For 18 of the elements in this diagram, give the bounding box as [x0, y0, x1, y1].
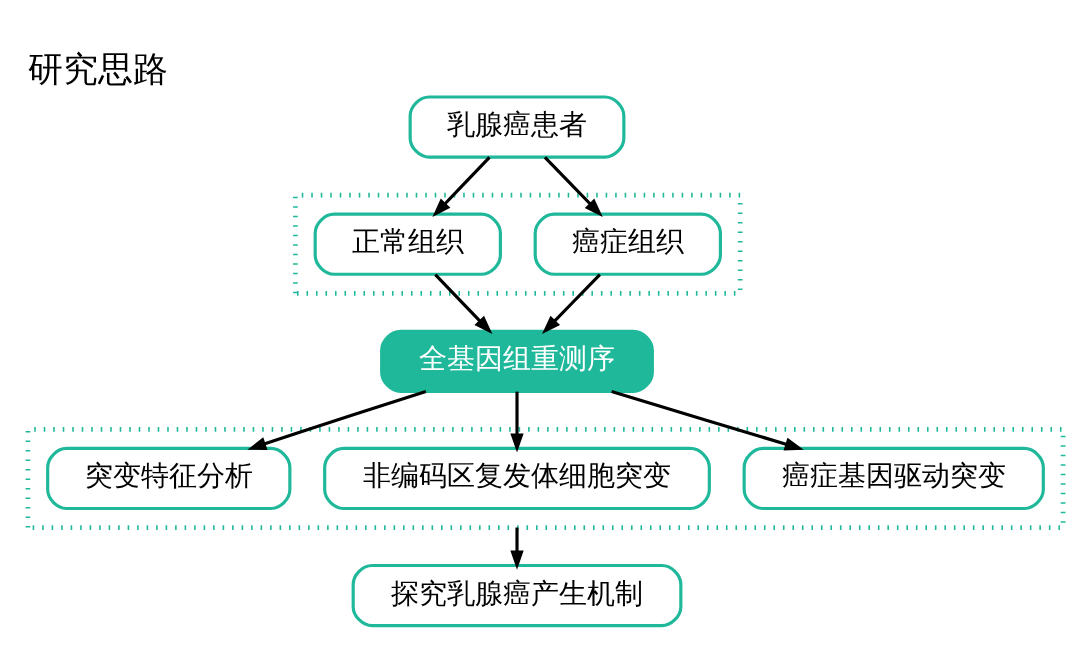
arrow [543, 155, 603, 217]
arrow [432, 155, 491, 217]
arrow [510, 391, 524, 453]
node-box: 非编码区复发体细胞突变 [323, 446, 711, 510]
node-box: 癌症组织 [533, 212, 722, 276]
arrow [510, 527, 524, 570]
node-box: 正常组织 [313, 212, 502, 276]
node-box: 癌症基因驱动突变 [742, 446, 1045, 510]
cluster [293, 192, 743, 296]
arrow [434, 272, 493, 334]
node-box: 全基因组重测序 [380, 329, 654, 393]
node-box: 乳腺癌患者 [408, 94, 626, 159]
node-box: 探究乳腺癌产生机制 [351, 563, 683, 627]
node-box: 突变特征分析 [46, 446, 292, 510]
diagram-title: 研究思路 [27, 48, 168, 89]
arrow [247, 389, 427, 450]
cluster [25, 426, 1066, 530]
arrow [611, 389, 804, 450]
